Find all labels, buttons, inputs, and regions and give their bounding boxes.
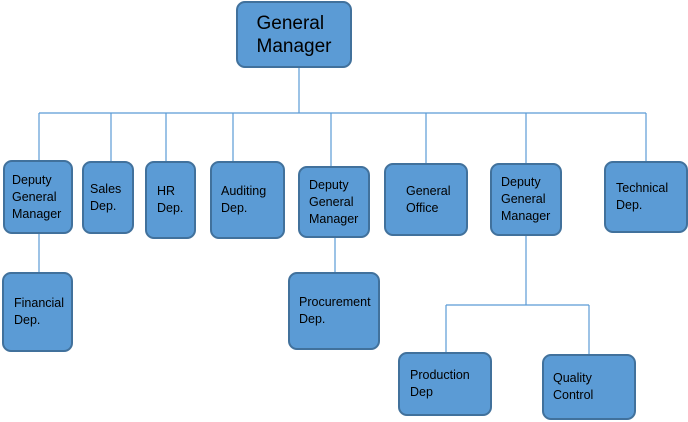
node-label: Production Dep: [410, 368, 470, 399]
node-general-office: General Office: [384, 163, 468, 236]
node-deputy-general-manager-3: Deputy General Manager: [490, 163, 562, 236]
node-label: General Office: [406, 183, 451, 215]
node-label: Deputy General Manager: [501, 175, 551, 223]
node-label: HR Dep.: [157, 184, 184, 215]
node-label: Sales Dep.: [90, 181, 122, 213]
node-label: Deputy General Manager: [309, 177, 359, 226]
node-production-dep: Production Dep: [398, 352, 492, 416]
node-label: Financial Dep.: [14, 296, 65, 327]
node-financial-dep: Financial Dep.: [2, 272, 73, 352]
node-label: Deputy General Manager: [12, 172, 62, 221]
node-auditing-dep: Auditing Dep.: [210, 161, 285, 239]
node-label: Quality Control: [553, 371, 594, 402]
node-hr-dep: HR Dep.: [145, 161, 196, 239]
node-label: Technical Dep.: [616, 181, 669, 212]
node-general-manager: General Manager: [236, 1, 352, 68]
node-sales-dep: Sales Dep.: [82, 161, 134, 234]
node-procurement-dep: Procurement Dep.: [288, 272, 380, 350]
node-quality-control: Quality Control: [542, 354, 636, 420]
node-label: Procurement Dep.: [299, 295, 371, 326]
node-deputy-general-manager-2: Deputy General Manager: [298, 166, 370, 238]
node-deputy-general-manager-1: Deputy General Manager: [3, 160, 73, 234]
node-technical-dep: Technical Dep.: [604, 161, 688, 233]
node-label: Auditing Dep.: [221, 184, 267, 215]
node-label: General Manager: [256, 12, 332, 57]
